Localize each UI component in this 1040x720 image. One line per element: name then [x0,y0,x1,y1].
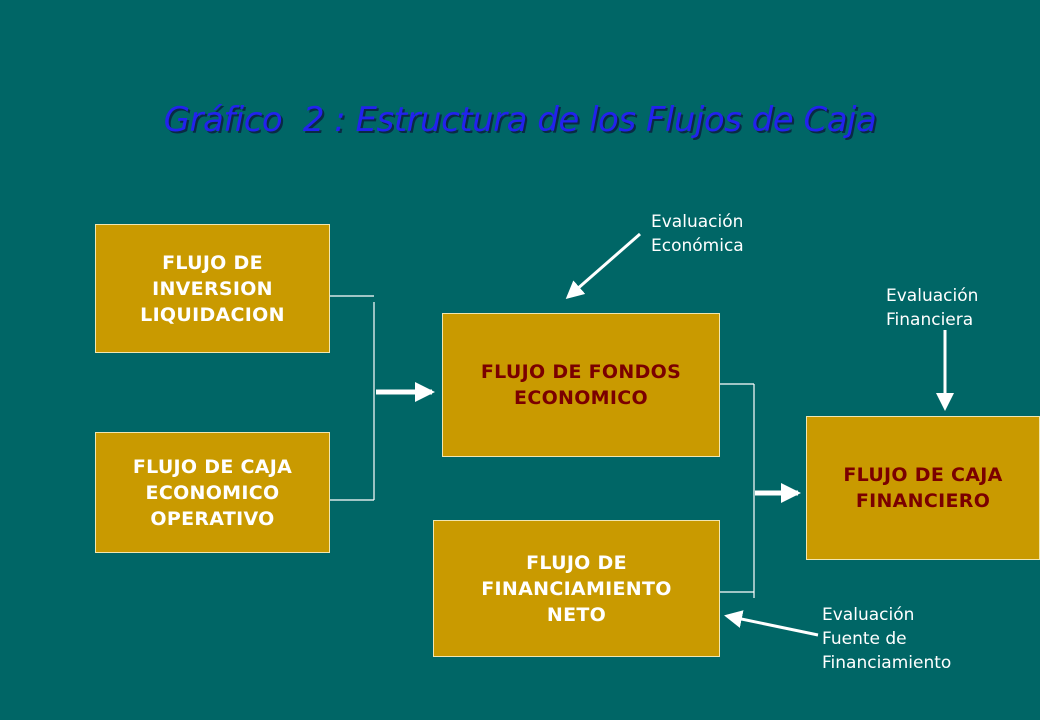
note-line: Evaluación [822,605,915,625]
box-flujo-fondos-economico: FLUJO DE FONDOS ECONOMICO [442,313,720,457]
box-line: NETO [546,603,607,626]
box-line: ECONOMICO [514,387,648,409]
note-line: Fuente de [822,629,907,649]
box-line: OPERATIVO [150,507,275,530]
box-line: FLUJO DE FONDOS [480,361,682,383]
note-evaluacion-financiera: Evaluación Financiera [886,284,978,332]
note-evaluacion-fuente: Evaluación Fuente de Financiamiento [822,603,951,675]
box-line: INVERSION [152,277,273,300]
box-flujo-inversion: FLUJO DE INVERSION LIQUIDACION [95,224,330,353]
note-line: Financiamiento [822,653,952,673]
box-flujo-caja-financiero: FLUJO DE CAJA FINANCIERO [806,416,1040,560]
left-bracket [330,295,375,501]
box-line: LIQUIDACION [140,303,285,326]
box-line: FLUJO DE [526,551,627,574]
note-line: Evaluación [886,286,979,306]
arrow-evaluacion-fuente [724,610,819,637]
note-line: Evaluación [651,212,744,232]
box-line: FLUJO DE [162,251,263,274]
box-line: FLUJO DE CAJA [132,455,293,478]
box-line: FLUJO DE CAJA [843,464,1003,486]
box-flujo-financiamiento-neto: FLUJO DE FINANCIAMIENTO NETO [433,520,720,657]
box-line: ECONOMICO [145,481,280,504]
box-flujo-caja-operativo: FLUJO DE CAJA ECONOMICO OPERATIVO [95,432,330,553]
diagram-title: Gráfico 2 : Estructura de los Flujos de … [163,100,877,140]
note-evaluacion-economica: Evaluación Económica [651,210,744,258]
right-bracket [720,383,755,598]
arrow-evaluacion-economica [565,232,641,299]
box-line: FINANCIAMIENTO [481,577,672,600]
note-line: Económica [651,236,744,256]
note-line: Financiera [886,310,974,330]
box-line: FINANCIERO [855,490,991,512]
